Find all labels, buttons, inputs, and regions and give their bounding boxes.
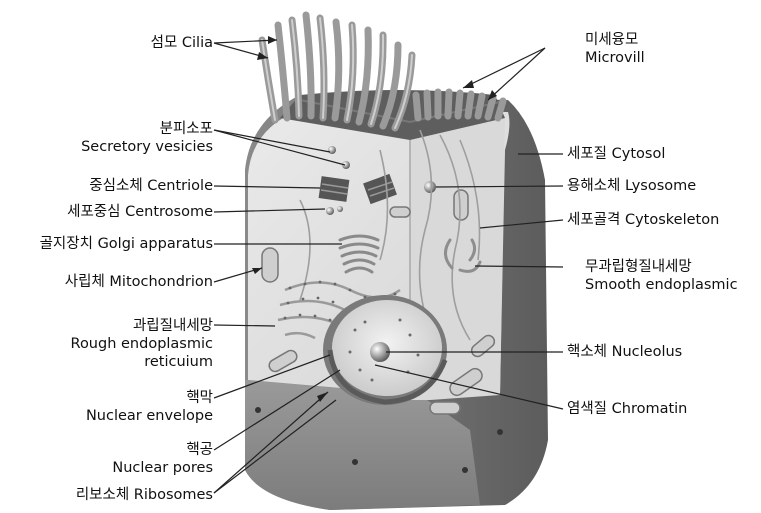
microvilli-en: Microvill (585, 49, 645, 67)
smooth-er-ko: 무과립형질내세망 (585, 258, 738, 276)
smooth-er-en: Smooth endoplasmic (585, 276, 738, 294)
cilia-label: 섬모 Cilia (151, 34, 213, 52)
rough-er-ko: 과립질내세망 (71, 317, 213, 335)
nucleolus-label: 핵소체 Nucleolus (567, 343, 682, 361)
ribosomes-label: 리보소체 Ribosomes (76, 486, 213, 504)
cytoskeleton-label: 세포골격 Cytoskeleton (567, 211, 719, 229)
centrosome-label: 세포중심 Centrosome (67, 203, 213, 221)
smooth-er-label: 무과립형질내세망 Smooth endoplasmic (585, 258, 738, 294)
chromatin-label: 염색질 Chromatin (567, 400, 687, 418)
nuclear-envelope-label: 핵막 Nuclear envelope (86, 389, 213, 425)
microvilli-label: 미세융모 Microvill (585, 31, 645, 67)
golgi-label: 골지장치 Golgi apparatus (40, 235, 213, 253)
nuclear-pores-label: 핵공 Nuclear pores (112, 441, 213, 477)
rough-er-en1: Rough endoplasmic (71, 335, 213, 353)
microvilli-ko: 미세융모 (585, 31, 645, 49)
mitochondrion-label: 사립체 Mitochondrion (65, 273, 213, 291)
secretory-vesicles-en: Secretory vesicies (81, 138, 213, 156)
cytosol-label: 세포질 Cytosol (567, 145, 665, 163)
secretory-vesicles-ko: 분피소포 (81, 120, 213, 138)
rough-er-en2: reticuium (71, 353, 213, 371)
nuclear-envelope-en: Nuclear envelope (86, 407, 213, 425)
lysosome-label: 용해소체 Lysosome (567, 177, 696, 195)
nuclear-envelope-ko: 핵막 (86, 389, 213, 407)
nuclear-pores-en: Nuclear pores (112, 459, 213, 477)
centriole-label: 중심소체 Centriole (89, 177, 213, 195)
rough-er-label: 과립질내세망 Rough endoplasmic reticuium (71, 317, 213, 371)
nuclear-pores-ko: 핵공 (112, 441, 213, 459)
secretory-vesicles-label: 분피소포 Secretory vesicies (81, 120, 213, 156)
